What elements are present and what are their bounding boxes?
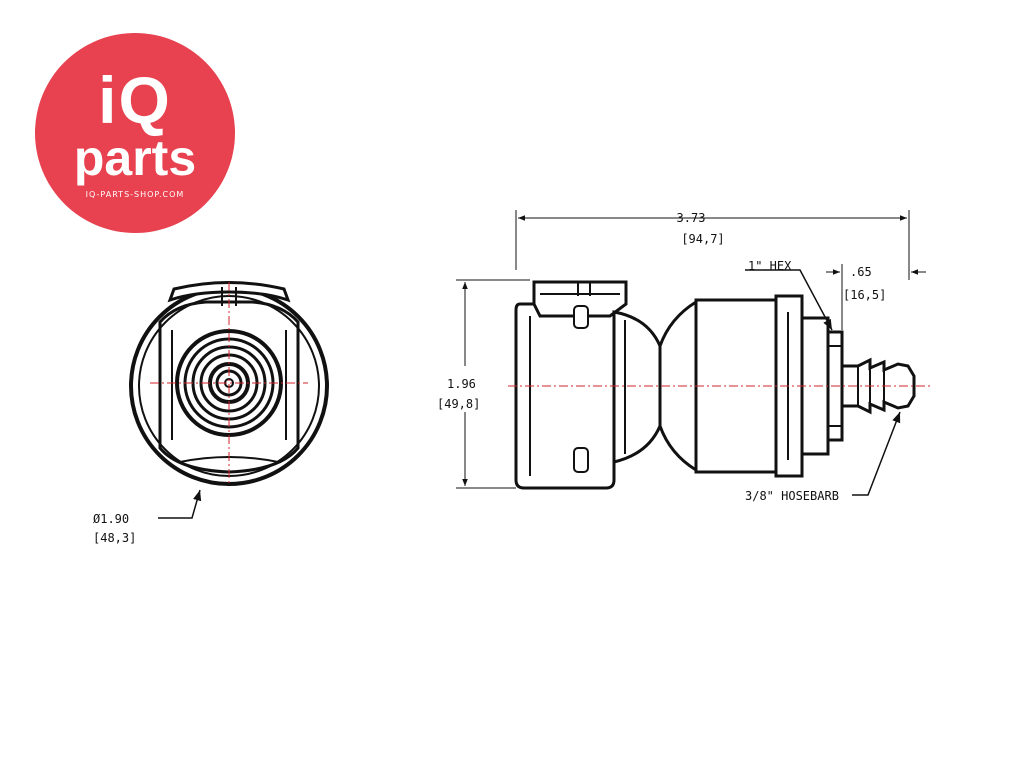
height-inch: 1.96: [447, 377, 476, 391]
front-body: [158, 300, 300, 474]
barb-length-inch: .65: [850, 265, 872, 279]
logo-url: IQ-PARTS-SHOP.COM: [85, 190, 185, 199]
logo-wordmark: parts: [73, 130, 197, 186]
overall-length-mm: [94,7]: [681, 232, 724, 246]
side-latch-button: [532, 280, 628, 318]
height-dimension: [456, 279, 530, 489]
height-mm: [49,8]: [437, 397, 480, 411]
diameter-inch: Ø1.90: [93, 512, 129, 526]
side-neck: [612, 310, 662, 464]
hosebarb-leader: [852, 411, 901, 496]
overall-length-inch: 3.73: [677, 211, 706, 225]
front-latch-tab: [167, 281, 291, 303]
overall-length-dimension: [515, 210, 910, 280]
logo-mark: iQ: [98, 63, 172, 137]
diameter-leader: [158, 489, 202, 519]
hex-leader: [745, 269, 833, 331]
hex-callout: 1" HEX: [748, 259, 792, 273]
side-view: [514, 280, 916, 490]
iq-parts-logo: iQ parts IQ-PARTS-SHOP.COM: [35, 33, 235, 233]
hosebarb-callout: 3/8" HOSEBARB: [745, 489, 839, 503]
front-centerlines: [150, 282, 308, 484]
diameter-mm: [48,3]: [93, 531, 136, 545]
barb-length-dimension: [826, 264, 926, 330]
barb-length-mm: [16,5]: [843, 288, 886, 302]
side-front-collar: [514, 302, 616, 490]
